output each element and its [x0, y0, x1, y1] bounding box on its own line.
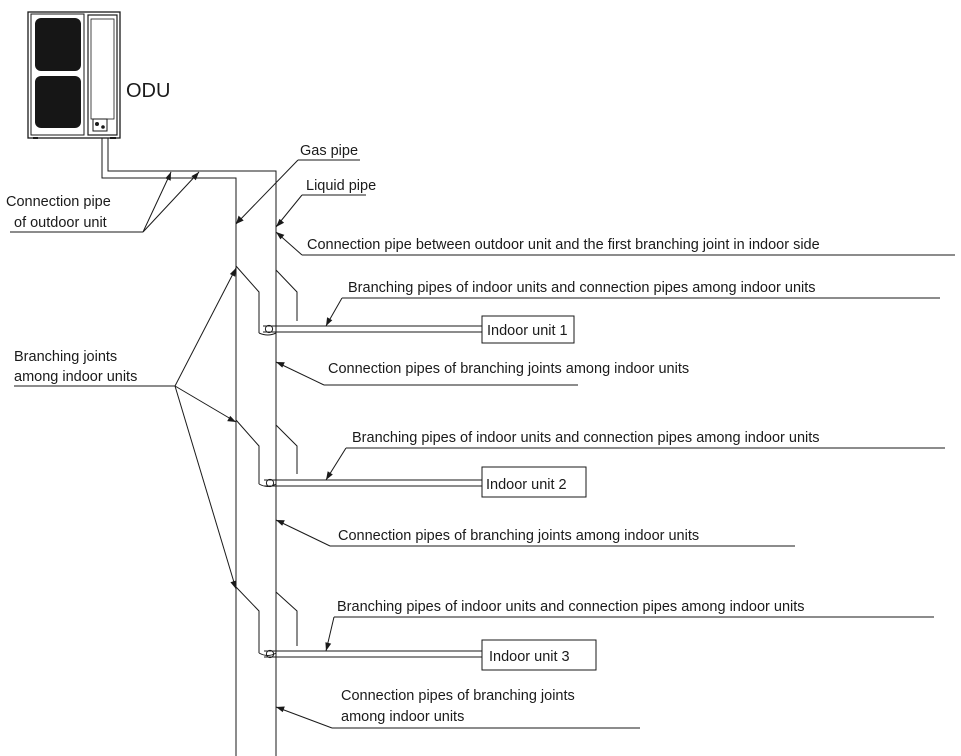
branching-pipes-label-2: Branching pipes of indoor units and conn…: [352, 430, 820, 446]
connection-joints-label-2: Connection pipes of branching joints amo…: [338, 528, 699, 544]
odu-fan-grille-bottom: [35, 76, 81, 128]
branching-pipes-label-3: Branching pipes of indoor units and conn…: [337, 599, 805, 615]
connection-joints-label-3-line1: Connection pipes of branching joints: [341, 688, 575, 704]
odu-label: ODU: [126, 80, 170, 102]
outdoor-connection-label-line2: of outdoor unit: [14, 215, 107, 231]
connection-joints-label-3-line2: among indoor units: [341, 709, 464, 725]
odu-fan-grille-top: [35, 18, 81, 71]
main-connection-label: Connection pipe between outdoor unit and…: [307, 237, 820, 253]
indoor-unit-1: Indoor unit 1: [481, 315, 575, 344]
liquid-pipe-label: Liquid pipe: [306, 178, 376, 194]
gas-pipe-label: Gas pipe: [300, 143, 358, 159]
indoor-unit-3: Indoor unit 3: [481, 639, 597, 671]
indoor-unit-1-label: Indoor unit 1: [487, 323, 568, 339]
indoor-unit-2-label: Indoor unit 2: [486, 477, 567, 493]
outdoor-unit: [27, 11, 121, 139]
pipe-network: [101, 138, 482, 756]
connection-joints-label-1: Connection pipes of branching joints amo…: [328, 361, 689, 377]
branching-pipes-label-1: Branching pipes of indoor units and conn…: [348, 280, 816, 296]
leader-lines: [10, 159, 955, 729]
outdoor-connection-label-line1: Connection pipe: [6, 194, 111, 210]
indoor-unit-3-label: Indoor unit 3: [489, 649, 570, 665]
indoor-unit-2: Indoor unit 2: [481, 466, 587, 498]
branching-joints-label-line2: among indoor units: [14, 369, 137, 385]
branching-joints-label-line1: Branching joints: [14, 349, 117, 365]
